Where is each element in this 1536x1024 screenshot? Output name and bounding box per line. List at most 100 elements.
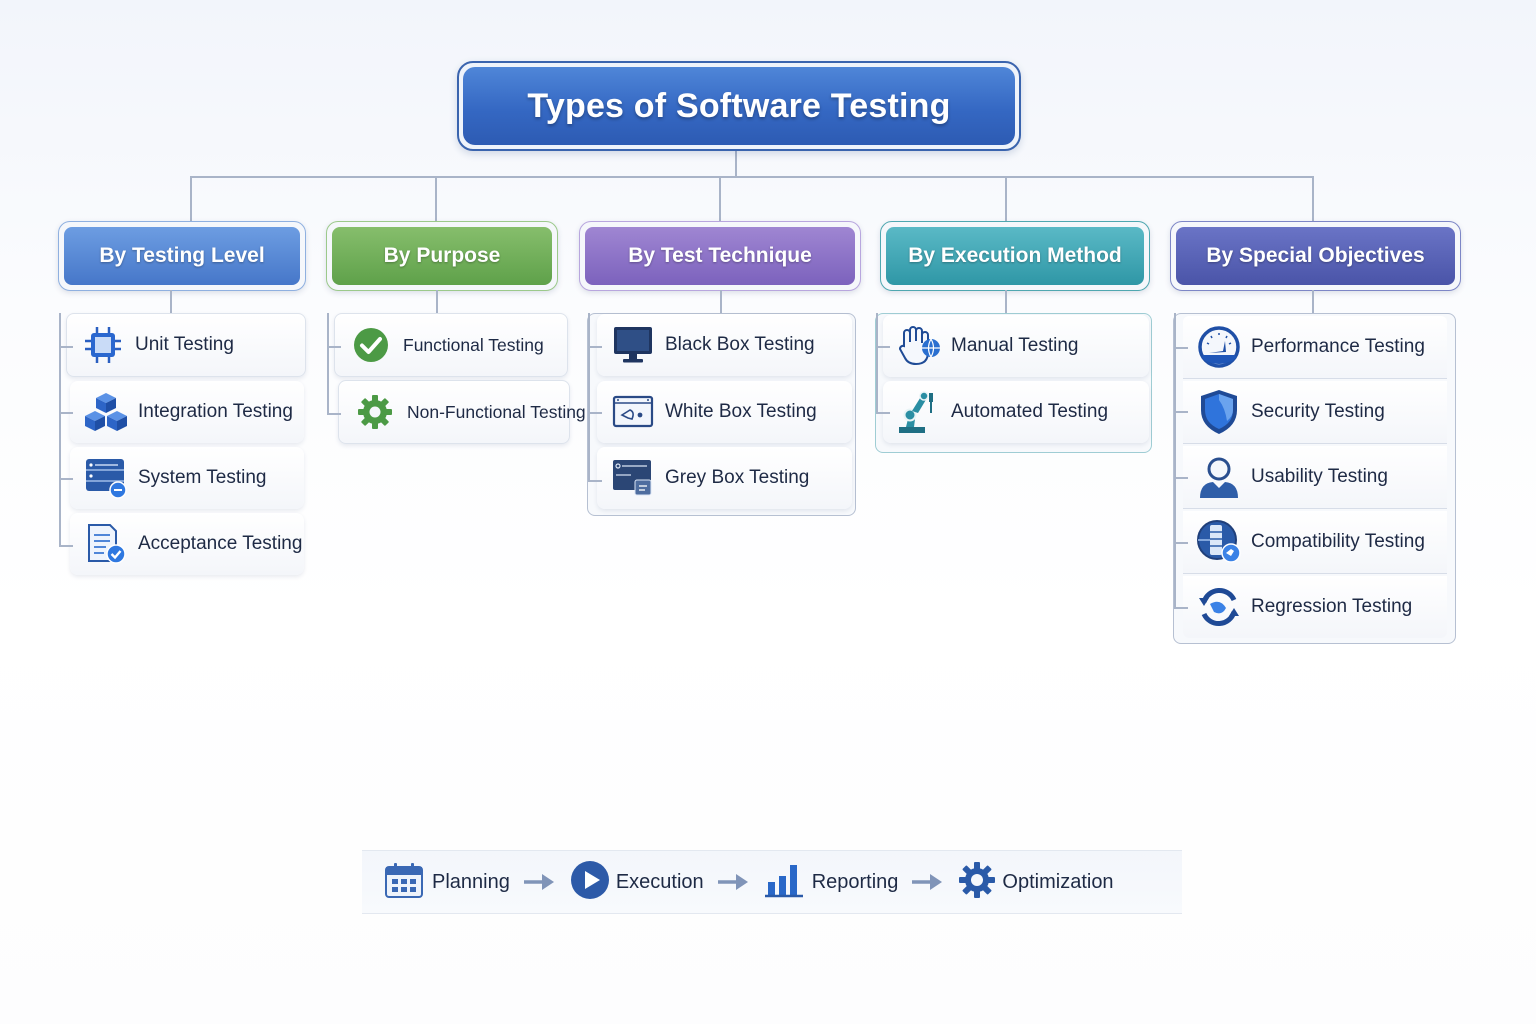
- tick: [327, 346, 341, 348]
- flow-step-label: Planning: [432, 870, 510, 893]
- shield-icon: [1195, 388, 1243, 436]
- item-label: Unit Testing: [135, 334, 234, 355]
- item-label: Acceptance Testing: [138, 533, 303, 554]
- tick: [327, 413, 341, 415]
- gauge-icon: [1195, 323, 1243, 371]
- flow-step-execution: Execution: [570, 860, 704, 905]
- monitor-icon: [609, 321, 657, 369]
- tick: [1174, 411, 1188, 413]
- item-label: Non-Functional Testing: [407, 401, 586, 422]
- flow-step-planning: Planning: [384, 861, 510, 904]
- item-label: Performance Testing: [1251, 336, 1425, 357]
- item-label: Compatibility Testing: [1251, 531, 1425, 552]
- list-item-grey-box-testing[interactable]: Grey Box Testing: [597, 447, 852, 509]
- item-label: Black Box Testing: [665, 334, 815, 355]
- calendar-icon: [384, 861, 424, 904]
- tick: [876, 346, 890, 348]
- connector-title-down: [735, 147, 737, 177]
- column-spine-3: [588, 313, 590, 481]
- tick: [59, 412, 73, 414]
- user-icon: [1195, 453, 1243, 501]
- list-item-automated-testing[interactable]: Automated Testing: [883, 381, 1149, 443]
- flow-step-label: Optimization: [1002, 870, 1114, 893]
- column-spine-4: [876, 313, 878, 413]
- tick: [59, 346, 73, 348]
- tick: [1174, 477, 1188, 479]
- list-item-performance-testing[interactable]: Performance Testing: [1183, 316, 1447, 379]
- connector-cat-2: [435, 176, 437, 222]
- stub-3: [720, 290, 722, 313]
- gear-icon: [351, 388, 399, 436]
- connector-horizontal: [190, 176, 1313, 178]
- connector-cat-1: [190, 176, 192, 222]
- cubes-icon: [82, 388, 130, 436]
- column-spine-2: [327, 313, 329, 414]
- connector-cat-5: [1312, 176, 1314, 222]
- stub-5: [1312, 290, 1314, 313]
- list-item-integration-testing[interactable]: Integration Testing: [70, 381, 304, 443]
- list-item-compatibility-testing[interactable]: Compatibility Testing: [1183, 511, 1447, 574]
- stub-1: [170, 290, 172, 313]
- item-label: White Box Testing: [665, 401, 817, 422]
- category-label: By Purpose: [332, 227, 552, 285]
- column-spine-5: [1174, 313, 1176, 608]
- tick: [876, 412, 890, 414]
- flow-step-reporting: Reporting: [764, 862, 899, 903]
- play-icon: [570, 860, 610, 905]
- flow-step-label: Execution: [615, 870, 704, 893]
- list-item-functional-testing[interactable]: Functional Testing: [334, 313, 568, 377]
- list-item-acceptance-testing[interactable]: Acceptance Testing: [70, 513, 304, 575]
- category-label: By Testing Level: [64, 227, 300, 285]
- robot-arm-icon: [895, 388, 943, 436]
- list-item-security-testing[interactable]: Security Testing: [1183, 381, 1447, 444]
- list-item-non-functional-testing[interactable]: Non-Functional Testing: [338, 380, 586, 444]
- item-label: Grey Box Testing: [665, 467, 810, 488]
- list-item-system-testing[interactable]: System Testing: [70, 447, 304, 509]
- category-special-objectives: By Special Objectives: [1170, 221, 1461, 291]
- item-label: Automated Testing: [951, 401, 1109, 422]
- item-label: Usability Testing: [1251, 466, 1388, 487]
- chip-icon: [79, 321, 127, 369]
- category-execution-method: By Execution Method: [880, 221, 1150, 291]
- flow-step-label: Reporting: [811, 870, 899, 893]
- item-label: System Testing: [138, 467, 267, 488]
- connector-cat-4: [1005, 176, 1007, 222]
- list-item-black-box-testing[interactable]: Black Box Testing: [597, 314, 852, 376]
- gear-icon: [958, 861, 996, 904]
- list-item-manual-testing[interactable]: Manual Testing: [883, 315, 1149, 377]
- list-item-white-box-testing[interactable]: White Box Testing: [597, 381, 852, 443]
- server-icon: [82, 454, 130, 502]
- document-check-icon: [82, 520, 130, 568]
- window-code-icon: [609, 388, 657, 436]
- globe-compat-icon: [1195, 518, 1243, 566]
- tick: [1174, 607, 1188, 609]
- item-label: Functional Testing: [403, 334, 544, 355]
- tick: [1174, 542, 1188, 544]
- column-spine-1: [59, 313, 61, 546]
- hand-globe-icon: [895, 322, 943, 370]
- item-label: Manual Testing: [951, 335, 1079, 356]
- diagram-title-box: Types of Software Testing: [457, 61, 1021, 151]
- list-item-unit-testing[interactable]: Unit Testing: [66, 313, 306, 377]
- item-label: Integration Testing: [138, 401, 293, 422]
- refresh-icon: [1195, 583, 1243, 631]
- diagram-title: Types of Software Testing: [463, 67, 1015, 145]
- arrow-right-icon: [912, 874, 944, 890]
- category-purpose: By Purpose: [326, 221, 558, 291]
- category-label: By Special Objectives: [1176, 227, 1455, 285]
- category-label: By Test Technique: [585, 227, 855, 285]
- tick: [59, 478, 73, 480]
- connector-cat-3: [719, 176, 721, 222]
- process-flow: Planning Execution Reporting Optimizatio…: [362, 850, 1182, 914]
- list-item-usability-testing[interactable]: Usability Testing: [1183, 446, 1447, 509]
- tick: [588, 412, 602, 414]
- category-test-technique: By Test Technique: [579, 221, 861, 291]
- panel-layers-icon: [609, 454, 657, 502]
- tick: [1174, 347, 1188, 349]
- flow-step-optimization: Optimization: [958, 861, 1114, 904]
- arrow-right-icon: [523, 874, 556, 890]
- category-testing-level: By Testing Level: [58, 221, 306, 291]
- list-item-regression-testing[interactable]: Regression Testing: [1183, 576, 1447, 638]
- stub-4: [1005, 290, 1007, 313]
- check-circle-icon: [347, 321, 395, 369]
